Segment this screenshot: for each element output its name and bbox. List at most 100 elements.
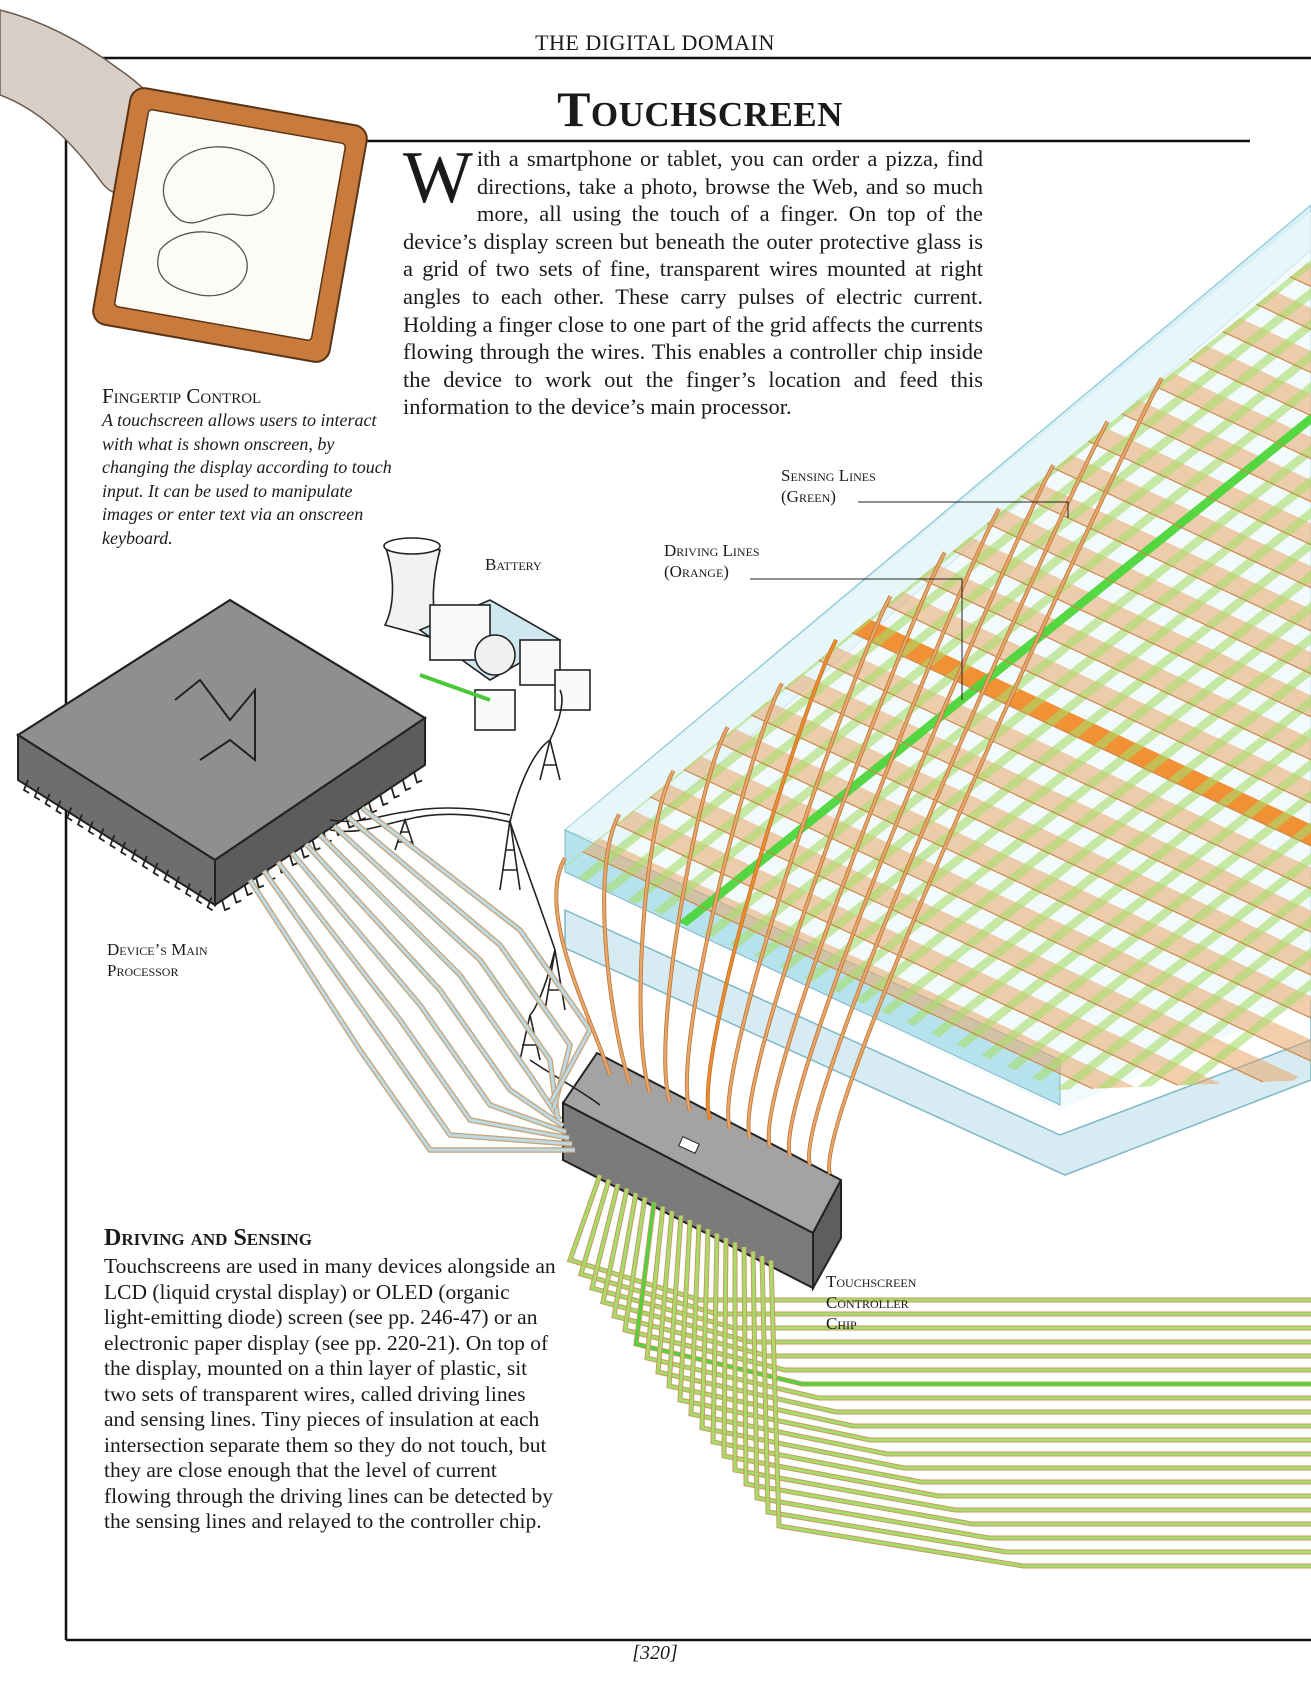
- driving-lead-core: [639, 770, 675, 1094]
- driving-line-leads: [554, 377, 1164, 1175]
- processor-pin: [232, 892, 242, 904]
- driving-lead-core: [727, 595, 892, 1130]
- driving-line: [995, 427, 1311, 764]
- driving-lead-core: [685, 682, 784, 1112]
- driving-lines-label-line1: Driving Lines: [664, 541, 760, 560]
- driving-line-edge: [1164, 304, 1311, 628]
- sensing-lead-core: [722, 1237, 1311, 1498]
- sensing-lead-core: [601, 1188, 1311, 1344]
- processor-pin: [221, 899, 231, 912]
- sensing-line: [922, 338, 1311, 1090]
- processor-pin: [44, 793, 52, 808]
- intro-dropcap: W: [403, 137, 473, 219]
- driving-line-edge: [622, 740, 1311, 1064]
- driving-and-sensing-heading: Driving and Sensing: [104, 1225, 312, 1251]
- driving-line: [1063, 372, 1311, 709]
- driving-line-edge: [1062, 386, 1311, 710]
- processor-pin: [390, 787, 400, 799]
- processor-pin: [413, 772, 423, 784]
- driving-lead-core: [664, 726, 729, 1103]
- driving-line-edge: [1130, 331, 1311, 655]
- sensing-line: [601, 260, 1311, 957]
- processor-cable: [289, 851, 567, 1135]
- driving-line: [961, 454, 1311, 791]
- sensing-lead-core: [760, 1255, 1311, 1554]
- callout-leaders: [750, 501, 1069, 700]
- sensing-line: [560, 260, 1311, 934]
- controller-chip-label: Touchscreen Controller Chip: [826, 1271, 916, 1334]
- processor-cable-core: [304, 842, 564, 1128]
- sensing-line: [650, 260, 1311, 980]
- driving-lead-core: [807, 421, 1109, 1166]
- driving-line-edge: [588, 767, 1282, 1090]
- processor-pin: [55, 800, 62, 815]
- driving-line: [1130, 318, 1311, 654]
- processor-pin: [311, 839, 321, 852]
- sensing-line: [724, 260, 1311, 1015]
- page-title: Touchscreen: [557, 81, 843, 137]
- processor-pin: [300, 847, 310, 859]
- processor-pin: [288, 854, 299, 867]
- sensing-lead-core: [667, 1215, 1311, 1428]
- controller-chip-label-line3: Chip: [826, 1314, 857, 1333]
- sensing-line: [898, 327, 1311, 1090]
- processor-cable-core: [248, 879, 575, 1152]
- driving-line-edge: [893, 522, 1311, 846]
- sensing-lines-label-line2: (Green): [781, 487, 836, 506]
- processor-pin: [163, 869, 170, 884]
- sensing-line: [625, 260, 1311, 969]
- driving-lead-core: [827, 377, 1163, 1175]
- sensing-lead-core: [612, 1192, 1311, 1358]
- main-processor-art: [15, 598, 428, 912]
- sensing-line: [576, 260, 1311, 946]
- processor-pin: [109, 834, 116, 849]
- driving-line: [791, 591, 1311, 927]
- controller-chip-label-line1: Touchscreen: [826, 1272, 917, 1291]
- driving-line-edge: [1028, 413, 1311, 737]
- driving-line-edge: [560, 795, 1248, 1090]
- sensing-lead-core: [579, 1179, 1311, 1316]
- processor-pin: [243, 884, 253, 897]
- driving-lines-label-line2: (Orange): [664, 562, 729, 581]
- driving-lead-core: [706, 639, 838, 1121]
- processor-cable-core: [262, 870, 573, 1146]
- driving-line-edge: [791, 604, 1311, 928]
- main-processor-label-line1: Device’s Main: [107, 940, 208, 959]
- sensing-lead-core: [700, 1228, 1311, 1470]
- driving-line-edge: [927, 495, 1311, 819]
- intro-text: ith a smartphone or tablet, you can orde…: [403, 146, 983, 420]
- driving-line: [893, 509, 1311, 845]
- driving-line: [927, 482, 1311, 818]
- processor-cable-core: [361, 806, 592, 1103]
- sensing-line: [972, 361, 1311, 1090]
- fingertip-control-sidebar: Fingertip Control A touchscreen allows u…: [102, 384, 397, 550]
- driving-line-edge: [689, 686, 1311, 1010]
- sensing-line: [947, 350, 1311, 1090]
- sensing-line: [823, 292, 1311, 1061]
- driving-and-sensing-body: Touchscreens are used in many devices al…: [104, 1254, 556, 1533]
- processor-pin: [87, 821, 95, 836]
- processor-pin: [152, 862, 160, 877]
- driving-line-edge: [859, 549, 1311, 873]
- driving-line-edge: [723, 658, 1311, 982]
- running-head: THE DIGITAL DOMAIN: [535, 30, 775, 55]
- processor-pin: [76, 814, 84, 829]
- driving-line-edge: [1096, 358, 1311, 682]
- sensing-line: [873, 315, 1311, 1084]
- sensing-line: [997, 373, 1311, 1090]
- processor-pin: [195, 890, 203, 905]
- driving-and-sensing-section: Driving and Sensing Touchscreens are use…: [104, 1225, 559, 1535]
- sensing-line: [1021, 384, 1311, 1090]
- processor-pin: [174, 876, 181, 891]
- sensing-line: [799, 281, 1311, 1049]
- driving-lead-core: [767, 508, 1001, 1148]
- processor-cables: [247, 805, 594, 1153]
- sensing-line: [1046, 396, 1311, 1090]
- driving-lead-core: [602, 813, 632, 1085]
- driving-line: [859, 536, 1311, 873]
- driving-lead-core: [555, 857, 612, 1076]
- driving-line-edge: [995, 440, 1311, 764]
- processor-pin: [130, 848, 138, 863]
- processor-pin: [184, 883, 192, 898]
- battery-label: Battery: [485, 555, 542, 574]
